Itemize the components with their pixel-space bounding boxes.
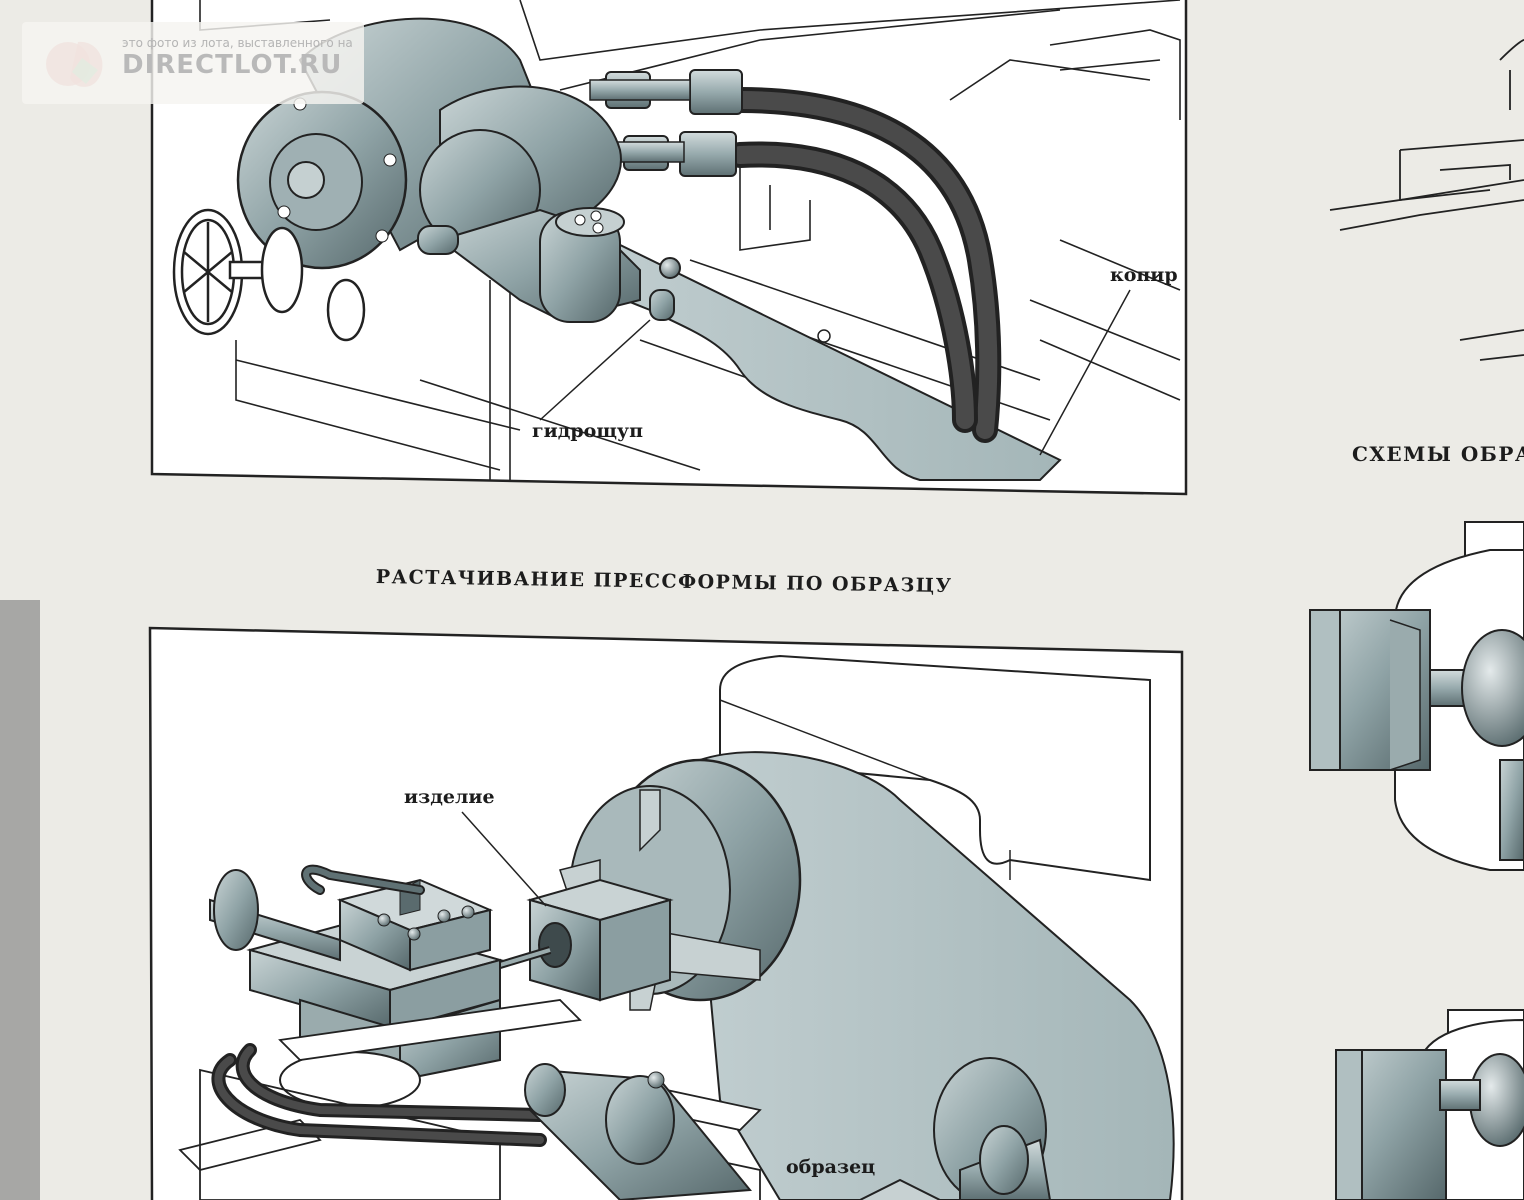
workpiece-leader-line xyxy=(461,811,547,907)
bottom-panel xyxy=(148,626,1184,1200)
copier-plate xyxy=(598,238,1062,481)
label-sample: образец xyxy=(786,1156,876,1178)
workpiece-block xyxy=(526,878,674,1002)
top-panel xyxy=(150,0,1188,496)
label-copier: копир xyxy=(1110,264,1178,286)
tailstock xyxy=(933,1057,1052,1200)
handwheel xyxy=(172,208,366,342)
label-hydro-probe: гидрощуп xyxy=(532,420,643,442)
shadow-strip xyxy=(0,600,40,1200)
copier-leader-line xyxy=(1039,289,1131,456)
label-workpiece: изделие xyxy=(404,786,495,808)
guard-plate xyxy=(699,751,1175,1200)
leadscrew xyxy=(209,869,341,962)
right-schemes xyxy=(1309,39,1524,1200)
side-title: СХЕМЫ ОБРА xyxy=(1352,442,1524,466)
probe-leader-line xyxy=(539,319,651,421)
watermark-panel xyxy=(22,22,364,104)
sample-cylinder xyxy=(524,1063,941,1200)
hydro-probe-assembly xyxy=(417,207,681,323)
watermark-caption: это фото из лота, выставленного на xyxy=(122,36,353,50)
watermark-brand: DIRECTLOT.RU xyxy=(122,50,343,80)
